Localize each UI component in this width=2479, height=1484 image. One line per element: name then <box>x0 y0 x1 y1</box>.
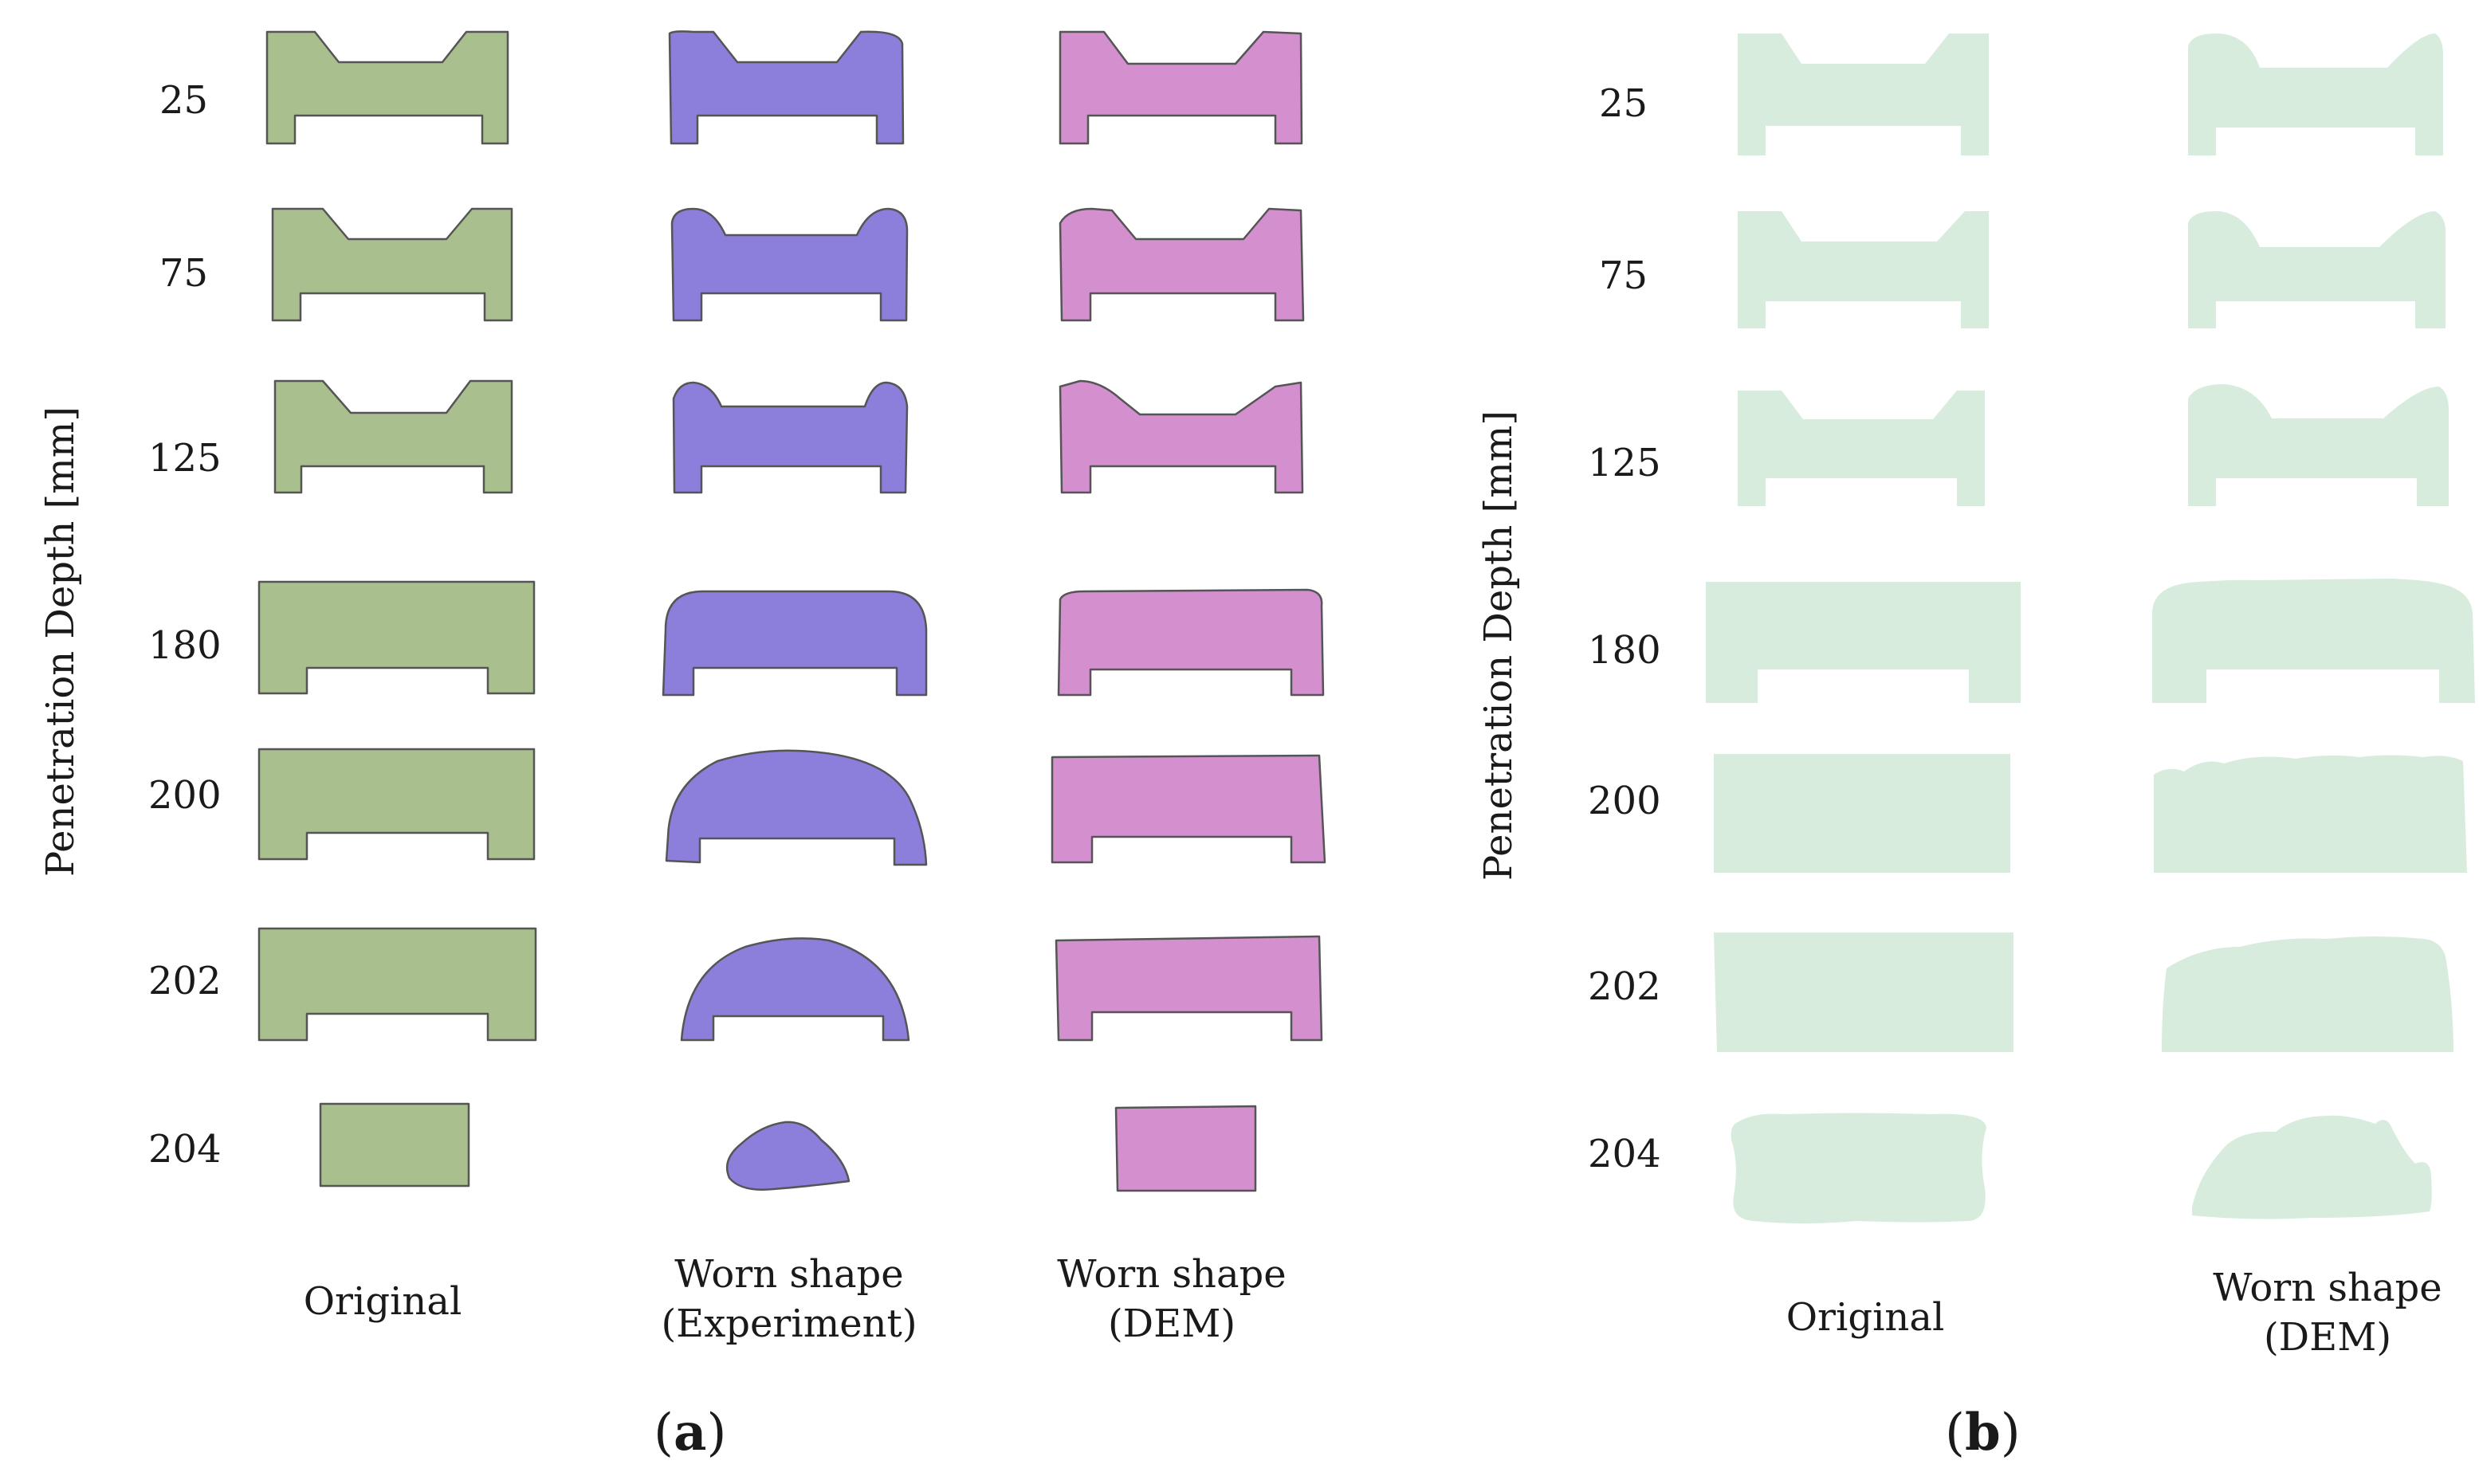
depth-label-a-25: 25 <box>159 78 209 123</box>
original-shape-202 <box>257 927 537 1042</box>
depth-label-a-180: 180 <box>148 623 222 668</box>
depth-label-b-125: 125 <box>1588 441 1661 485</box>
panel-b-shapes <box>1706 33 2475 1223</box>
column-label-dem-a: Worn shape (DEM) <box>1036 1250 1307 1349</box>
dem-shape-200 <box>1051 754 1326 864</box>
original-shape-204 <box>319 1102 470 1188</box>
depth-label-b-204: 204 <box>1588 1132 1661 1176</box>
depth-label-a-125: 125 <box>148 436 222 481</box>
depth-label-b-202: 202 <box>1588 964 1661 1009</box>
column-label-line1: Worn shape <box>1057 1252 1287 1297</box>
column-label-line2: (Experiment) <box>661 1301 917 1346</box>
b-dem-shape-204 <box>2192 1115 2432 1219</box>
b-original-shape-200 <box>1714 754 2010 873</box>
column-label-original-b: Original <box>1738 1293 1993 1342</box>
column-label-line1: Worn shape <box>674 1252 904 1297</box>
experiment-shape-75 <box>670 207 909 322</box>
depth-label-b-180: 180 <box>1588 628 1661 673</box>
b-original-shape-180 <box>1706 582 2021 703</box>
depth-label-a-204: 204 <box>148 1127 222 1172</box>
original-shape-75 <box>271 207 513 322</box>
depth-label-b-25: 25 <box>1599 81 1648 126</box>
depth-label-b-75: 75 <box>1599 253 1648 298</box>
b-original-shape-75 <box>1738 211 1989 328</box>
experiment-shape-180 <box>662 590 928 697</box>
dem-shape-202 <box>1055 935 1323 1042</box>
original-shape-25 <box>265 30 509 145</box>
dem-shape-75 <box>1059 207 1305 322</box>
dem-shape-180 <box>1057 588 1325 697</box>
experiment-shape-204 <box>725 1121 851 1191</box>
experiment-shape-202 <box>680 937 910 1042</box>
panel-a-shapes <box>257 30 1326 1192</box>
column-label-line1: Original <box>1786 1295 1945 1340</box>
column-label-dem-b: Worn shape (DEM) <box>2192 1263 2463 1362</box>
column-label-line2: (DEM) <box>1107 1301 1236 1346</box>
dem-shape-25 <box>1059 30 1303 145</box>
original-shape-180 <box>257 580 536 695</box>
dem-shape-204 <box>1114 1105 1257 1192</box>
original-shape-200 <box>257 748 536 861</box>
b-original-shape-202 <box>1714 932 2013 1052</box>
depth-label-b-200: 200 <box>1588 779 1661 823</box>
b-dem-shape-200 <box>2154 755 2467 873</box>
y-axis-label-b: Penetration Depth [mm] <box>1476 410 1521 881</box>
experiment-shape-25 <box>668 30 905 145</box>
b-original-shape-25 <box>1738 33 1989 155</box>
depth-label-a-75: 75 <box>159 251 209 296</box>
b-dem-shape-75 <box>2188 211 2446 328</box>
column-label-original-a: Original <box>255 1277 510 1326</box>
column-label-line2: (DEM) <box>2263 1315 2392 1360</box>
depth-label-a-202: 202 <box>148 959 222 1003</box>
experiment-shape-125 <box>672 381 909 494</box>
b-original-shape-204 <box>1731 1113 1986 1223</box>
original-shape-125 <box>273 379 513 494</box>
experiment-shape-200 <box>665 749 928 866</box>
column-label-line1: Worn shape <box>2213 1266 2442 1310</box>
dem-shape-125 <box>1059 379 1304 494</box>
b-dem-shape-125 <box>2188 384 2449 506</box>
depth-label-a-200: 200 <box>148 773 222 818</box>
b-original-shape-125 <box>1738 391 1985 506</box>
b-dem-shape-202 <box>2162 936 2453 1052</box>
column-label-experiment: Worn shape (Experiment) <box>646 1250 933 1349</box>
panel-tag-b: (b) <box>1945 1403 2021 1462</box>
panel-tag-a: (a) <box>654 1403 727 1462</box>
b-dem-shape-180 <box>2152 579 2475 703</box>
y-axis-label-a: Penetration Depth [mm] <box>38 406 83 877</box>
column-label-line1: Original <box>303 1279 462 1324</box>
b-dem-shape-25 <box>2188 33 2443 155</box>
